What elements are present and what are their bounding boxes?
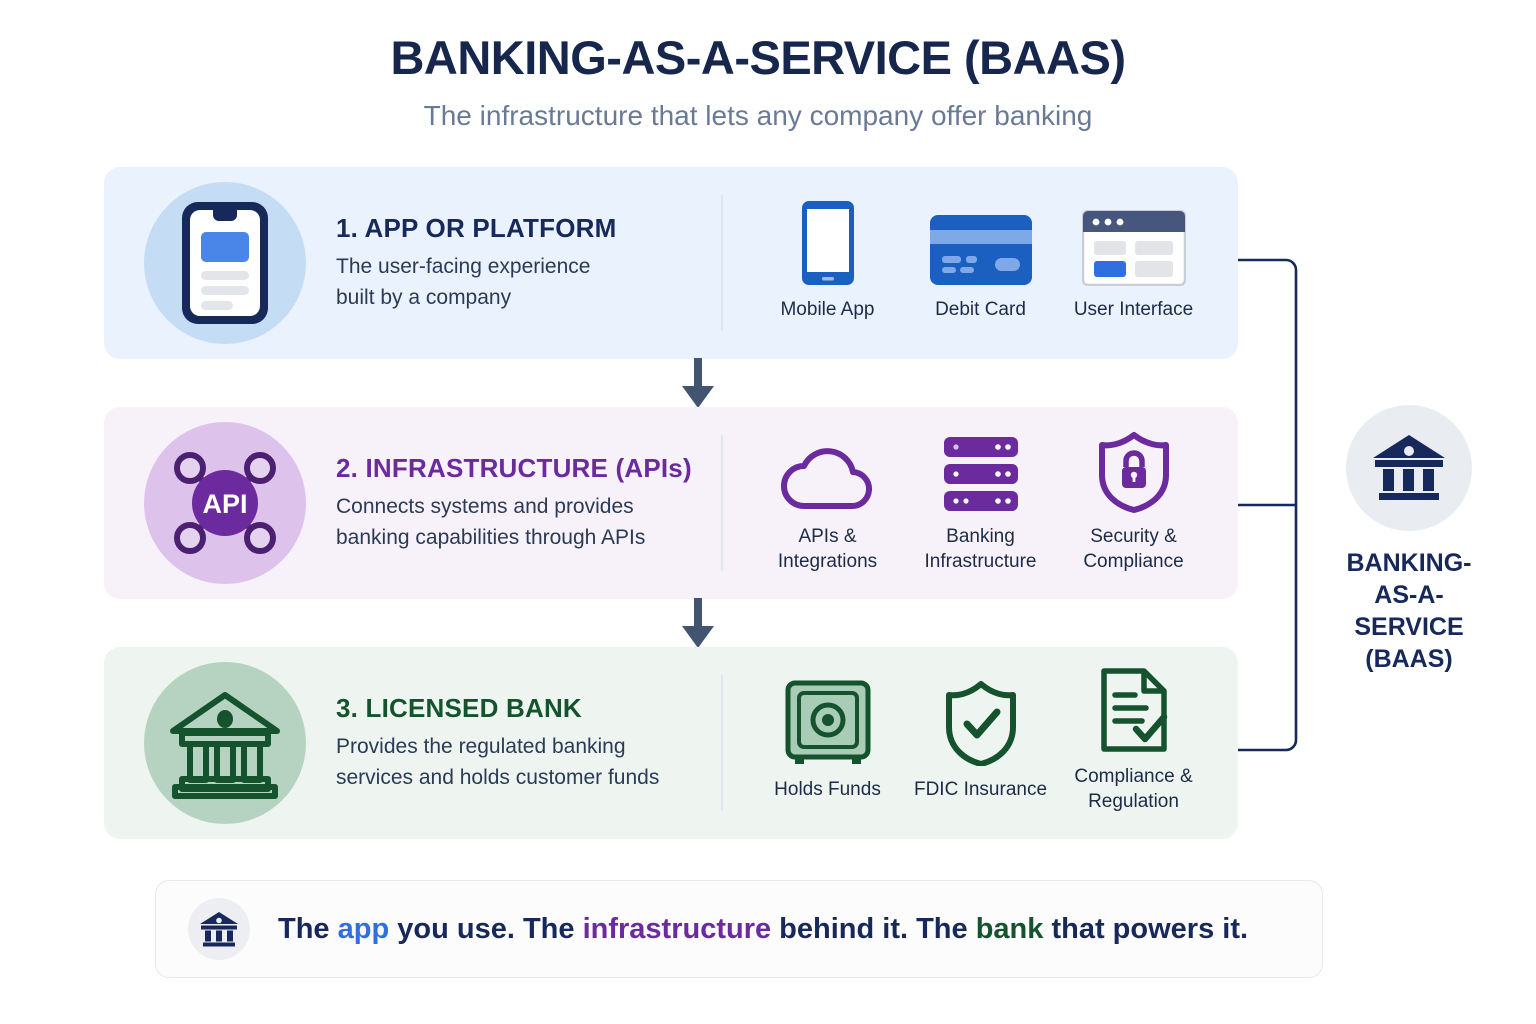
bank-building-icon	[200, 912, 238, 947]
stage-1-summary: 1. APP OR PLATFORM The user-facing exper…	[104, 167, 723, 359]
banner-keyword-infrastructure: infrastructure	[582, 912, 772, 945]
stage-3-title: 3. LICENSED BANK	[336, 693, 582, 724]
feature-label: Holds Funds	[774, 778, 881, 800]
stage-2-desc-line1: Connects systems and provides	[336, 495, 634, 519]
browser-window-icon	[1059, 204, 1209, 286]
stage-3-badge	[144, 662, 306, 824]
feature-label: Mobile App	[780, 298, 875, 320]
banner-part4: that powers it.	[1043, 912, 1249, 945]
banner-keyword-bank: bank	[975, 912, 1044, 945]
summary-banner: The app you use. The infrastructure behi…	[155, 880, 1323, 978]
flow-arrow-1	[678, 358, 718, 410]
feature-apis-integrations: APIs & Integrations	[753, 431, 903, 574]
feature-fdic-insurance: FDIC Insurance	[906, 680, 1056, 803]
feature-debit-card: Debit Card	[906, 204, 1056, 323]
stage-row-infrastructure: API 2. INFRASTRUCTURE (APIs) Connects sy…	[104, 407, 1238, 599]
shield-lock-icon	[1059, 431, 1209, 514]
feature-banking-infrastructure: Banking Infrastructure	[906, 431, 1056, 574]
stage-row-licensed-bank: 3. LICENSED BANK Provides the regulated …	[104, 647, 1238, 839]
feature-holds-funds: Holds Funds	[753, 680, 903, 803]
stage-1-title: 1. APP OR PLATFORM	[336, 213, 617, 244]
stage-3-desc-line2: services and holds customer funds	[336, 765, 660, 789]
bracket-connector	[1238, 250, 1308, 765]
feature-label-line1: Banking	[946, 526, 1015, 548]
stage-3-text: 3. LICENSED BANK Provides the regulated …	[336, 693, 659, 793]
baas-summary-badge: BANKING- AS-A-SERVICE (BAAS)	[1338, 405, 1480, 675]
feature-label: User Interface	[1073, 298, 1194, 320]
feature-label: FDIC Insurance	[913, 778, 1048, 800]
feature-label-line2: Integrations	[777, 551, 878, 572]
server-rack-icon	[906, 431, 1056, 513]
document-check-icon	[1059, 668, 1209, 753]
debit-card-icon	[906, 204, 1056, 286]
feature-label-line1: Security &	[1090, 526, 1177, 548]
feature-label-line1: Compliance &	[1074, 766, 1193, 788]
stage-1-features: Mobile App Debit Card	[723, 167, 1238, 359]
stage-row-app-or-platform: 1. APP OR PLATFORM The user-facing exper…	[104, 167, 1238, 359]
feature-user-interface: User Interface	[1059, 204, 1209, 323]
stage-2-desc-line2: banking capabilities through APIs	[336, 525, 646, 549]
feature-label: Compliance & Regulation	[1059, 765, 1209, 814]
api-badge-text: API	[202, 489, 247, 519]
baas-label-line2: AS-A-SERVICE	[1354, 581, 1464, 641]
feature-compliance-regulation: Compliance & Regulation	[1059, 668, 1209, 814]
feature-label: Banking Infrastructure	[906, 525, 1056, 574]
smartphone-icon	[182, 202, 268, 324]
stage-2-text: 2. INFRASTRUCTURE (APIs) Connects system…	[336, 453, 692, 553]
feature-label: Security & Compliance	[1059, 525, 1209, 574]
page-subtitle: The infrastructure that lets any company…	[423, 100, 1093, 131]
baas-badge-circle	[1346, 405, 1472, 531]
stage-3-features: Holds Funds FDIC Insurance	[723, 647, 1238, 839]
banner-part1: The	[278, 912, 338, 945]
stage-3-desc-line1: Provides the regulated banking	[336, 735, 626, 759]
stage-1-desc-line2: built by a company	[336, 285, 512, 309]
cloud-icon	[753, 431, 903, 513]
stage-2-title: 2. INFRASTRUCTURE (APIs)	[336, 453, 692, 484]
feature-mobile-app: Mobile App	[753, 200, 903, 323]
feature-label-line2: Compliance	[1083, 551, 1184, 572]
feature-label: APIs & Integrations	[753, 525, 903, 574]
stage-2-description: Connects systems and provides banking ca…	[336, 492, 692, 553]
page-title: BANKING-AS-A-SERVICE (BAAS)	[390, 31, 1126, 84]
baas-label-line1: BANKING-	[1346, 549, 1472, 577]
mobile-phone-icon	[753, 200, 903, 286]
stage-3-description: Provides the regulated banking services …	[336, 732, 659, 793]
banner-text: The app you use. The infrastructure behi…	[278, 913, 1248, 946]
api-network-icon: API	[174, 452, 276, 554]
safe-vault-icon	[753, 680, 903, 766]
banner-badge-circle	[188, 898, 250, 960]
stage-2-summary: API 2. INFRASTRUCTURE (APIs) Connects sy…	[104, 407, 723, 599]
banner-keyword-app: app	[337, 912, 390, 945]
bank-building-icon	[1373, 435, 1445, 500]
stage-1-badge	[144, 182, 306, 344]
feature-label-line1: APIs &	[798, 526, 857, 548]
stage-1-text: 1. APP OR PLATFORM The user-facing exper…	[336, 213, 616, 313]
flow-arrow-2	[678, 598, 718, 650]
banner-part3: behind it. The	[771, 912, 976, 945]
feature-label: Debit Card	[935, 298, 1026, 320]
baas-summary-label: BANKING- AS-A-SERVICE (BAAS)	[1338, 547, 1480, 675]
banner-part2: you use. The	[389, 912, 583, 945]
stage-1-description: The user-facing experience built by a co…	[336, 252, 616, 313]
stage-2-features: APIs & Integrations	[723, 407, 1238, 599]
stage-1-desc-line1: The user-facing experience	[336, 255, 591, 279]
shield-check-icon	[906, 680, 1056, 766]
stage-2-badge: API	[144, 422, 306, 584]
baas-label-line3: (BAAS)	[1365, 645, 1453, 673]
feature-label-line2: Infrastructure	[924, 551, 1037, 572]
feature-security-compliance: Security & Compliance	[1059, 431, 1209, 574]
stage-3-summary: 3. LICENSED BANK Provides the regulated …	[104, 647, 723, 839]
feature-label-line2: Regulation	[1088, 791, 1179, 812]
bank-building-icon	[170, 692, 280, 799]
